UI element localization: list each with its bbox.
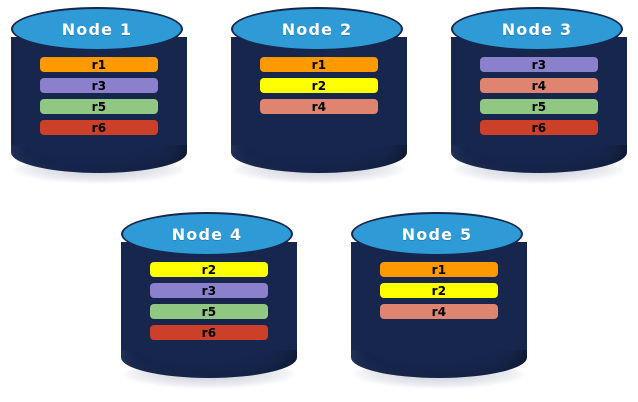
node-label: Node 2 [281, 19, 353, 39]
record-bar-r4[interactable]: r4 [480, 78, 598, 93]
database-node-1[interactable]: Node 1 r1 r3 r5 r6 [8, 5, 190, 185]
record-label: r6 [531, 120, 547, 135]
record-label: r5 [531, 99, 547, 114]
record-list: r1 r2 r4 [348, 262, 530, 319]
record-label: r2 [311, 78, 327, 93]
record-bar-r2[interactable]: r2 [380, 283, 498, 298]
record-list: r3 r4 r5 r6 [448, 57, 630, 135]
record-bar-r3[interactable]: r3 [150, 283, 268, 298]
record-bar-r6[interactable]: r6 [480, 120, 598, 135]
record-bar-r1[interactable]: r1 [260, 57, 378, 72]
node-label: Node 1 [61, 19, 133, 39]
record-label: r4 [531, 78, 547, 93]
record-list: r1 r2 r4 [228, 57, 410, 114]
database-node-5[interactable]: Node 5 r1 r2 r4 [348, 210, 530, 390]
record-label: r1 [91, 57, 107, 72]
record-bar-r1[interactable]: r1 [380, 262, 498, 277]
cylinder-top-disc: Node 5 [351, 212, 523, 256]
record-bar-r6[interactable]: r6 [150, 325, 268, 340]
record-list: r2 r3 r5 r6 [118, 262, 300, 340]
record-bar-r5[interactable]: r5 [40, 99, 158, 114]
record-bar-r1[interactable]: r1 [40, 57, 158, 72]
record-label: r2 [201, 262, 217, 277]
record-label: r1 [311, 57, 327, 72]
record-bar-r4[interactable]: r4 [260, 99, 378, 114]
node-label: Node 5 [401, 224, 473, 244]
record-label: r4 [311, 99, 327, 114]
record-bar-r2[interactable]: r2 [150, 262, 268, 277]
record-label: r2 [431, 283, 447, 298]
record-bar-r5[interactable]: r5 [150, 304, 268, 319]
database-node-4[interactable]: Node 4 r2 r3 r5 r6 [118, 210, 300, 390]
record-list: r1 r3 r5 r6 [8, 57, 190, 135]
cylinder-top-disc: Node 3 [451, 7, 623, 51]
record-label: r1 [431, 262, 447, 277]
record-bar-r2[interactable]: r2 [260, 78, 378, 93]
record-label: r4 [431, 304, 447, 319]
record-bar-r4[interactable]: r4 [380, 304, 498, 319]
record-bar-r5[interactable]: r5 [480, 99, 598, 114]
node-label: Node 4 [171, 224, 243, 244]
record-label: r6 [201, 325, 217, 340]
database-node-2[interactable]: Node 2 r1 r2 r4 [228, 5, 410, 185]
cylinder-top-disc: Node 1 [11, 7, 183, 51]
record-label: r5 [201, 304, 217, 319]
record-bar-r6[interactable]: r6 [40, 120, 158, 135]
record-label: r6 [91, 120, 107, 135]
record-bar-r3[interactable]: r3 [480, 57, 598, 72]
record-bar-r3[interactable]: r3 [40, 78, 158, 93]
record-label: r3 [91, 78, 107, 93]
record-label: r3 [531, 57, 547, 72]
cylinder-top-disc: Node 4 [121, 212, 293, 256]
node-label: Node 3 [501, 19, 573, 39]
record-label: r3 [201, 283, 217, 298]
record-label: r5 [91, 99, 107, 114]
database-node-3[interactable]: Node 3 r3 r4 r5 r6 [448, 5, 630, 185]
cylinder-top-disc: Node 2 [231, 7, 403, 51]
